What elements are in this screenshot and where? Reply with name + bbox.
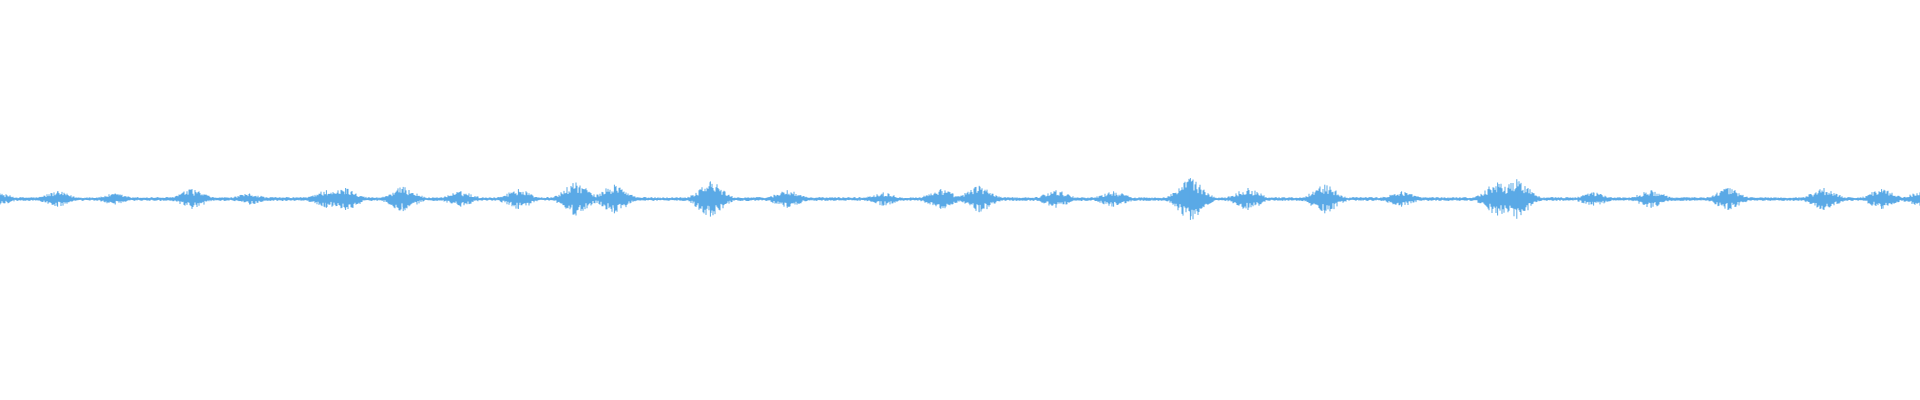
waveform-layer [0,178,1920,220]
waveform-series [0,178,1920,220]
